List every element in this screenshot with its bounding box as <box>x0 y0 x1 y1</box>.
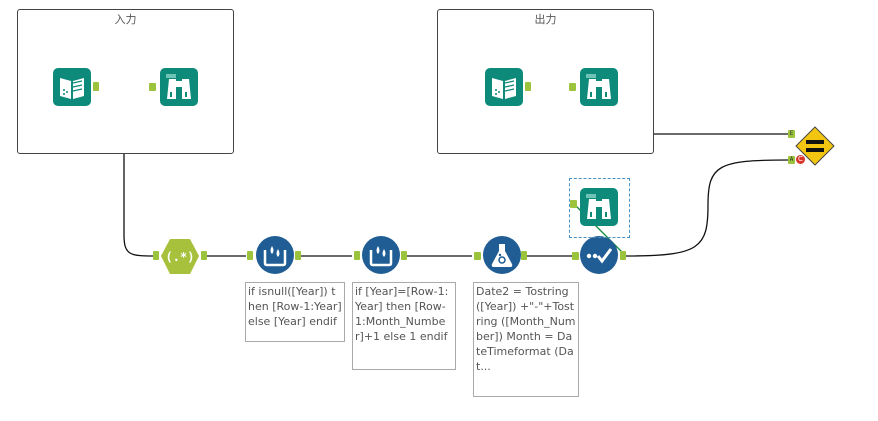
multi-row-formula-icon <box>362 236 400 274</box>
regex-output-anchor[interactable] <box>201 251 207 260</box>
multirow2-output-anchor[interactable] <box>401 251 407 260</box>
checkmark-icon <box>580 236 618 274</box>
equals-diamond-icon <box>795 126 835 166</box>
test-input-anchor-a[interactable]: A <box>788 156 795 164</box>
select-output-anchor[interactable] <box>620 251 626 260</box>
input-data-output-anchor[interactable] <box>93 82 99 91</box>
browse-tool-1[interactable] <box>160 68 198 106</box>
book-icon <box>485 68 523 106</box>
input-data-tool[interactable] <box>53 68 91 106</box>
test-input-anchor-e[interactable]: E <box>788 130 795 138</box>
binoculars-icon <box>580 188 618 226</box>
formula-annotation: Date2 = Tostring ([Year]) +"-"+Tostring … <box>473 282 579 397</box>
multirow1-input-anchor[interactable] <box>247 251 253 260</box>
browse-tool-2[interactable] <box>580 68 618 106</box>
regex-tool[interactable]: (.*) <box>160 237 199 275</box>
browse1-input-anchor[interactable] <box>149 83 156 91</box>
multi-row-formula-tool-1[interactable] <box>256 236 294 274</box>
regex-input-anchor[interactable] <box>153 251 159 260</box>
svg-text:(.*): (.*) <box>166 250 195 264</box>
binoculars-icon <box>580 68 618 106</box>
binoculars-icon <box>160 68 198 106</box>
book-icon <box>53 68 91 106</box>
formula-input-anchor[interactable] <box>474 252 481 260</box>
browse3-input-anchor[interactable] <box>570 200 577 208</box>
container-input[interactable]: 入力 <box>17 9 234 154</box>
connection-select-to-test <box>625 159 789 257</box>
multirow1-annotation: if isnull([Year]) then [Row-1:Year] else… <box>245 282 345 342</box>
multirow1-output-anchor[interactable] <box>295 251 301 260</box>
output-data-tool[interactable] <box>485 68 523 106</box>
multirow2-annotation: if [Year]=[Row-1:Year] then [Row-1:Month… <box>352 282 456 370</box>
test-tool[interactable] <box>795 126 835 166</box>
container-output[interactable]: 出力 <box>437 9 654 154</box>
multi-row-formula-icon <box>256 236 294 274</box>
container-input-title: 入力 <box>114 13 137 26</box>
browse2-input-anchor[interactable] <box>569 83 576 91</box>
select-input-anchor[interactable] <box>572 252 579 260</box>
regex-hexagon-icon: (.*) <box>161 239 199 274</box>
error-badge: C <box>796 155 805 164</box>
container-output-title: 出力 <box>534 13 557 26</box>
select-tool[interactable] <box>580 236 618 274</box>
multi-row-formula-tool-2[interactable] <box>362 236 400 274</box>
multirow2-input-anchor[interactable] <box>354 251 360 260</box>
flask-icon <box>483 236 521 274</box>
formula-output-anchor[interactable] <box>521 251 527 260</box>
output-data-output-anchor[interactable] <box>525 82 531 91</box>
browse3-selection-box <box>569 178 630 238</box>
browse-tool-3[interactable] <box>580 188 618 226</box>
formula-tool[interactable] <box>483 236 521 274</box>
